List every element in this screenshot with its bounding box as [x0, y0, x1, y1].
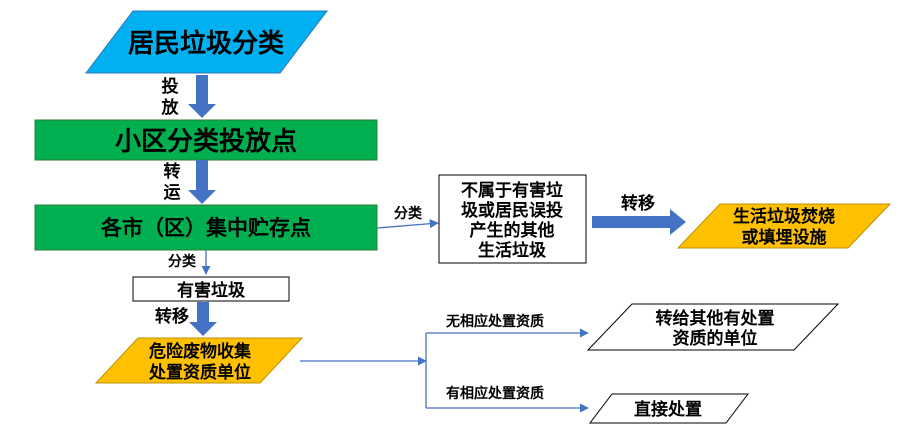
transfer-right-label: 转移	[621, 193, 655, 214]
city-storage-label: 各市（区）集中贮存点	[100, 216, 311, 240]
incineration-shape	[676, 203, 892, 249]
drop-label-1: 投	[162, 76, 179, 97]
has-qualification-label: 有相应处置资质	[446, 385, 544, 402]
incineration-line-1: 生活垃圾焚烧	[733, 206, 835, 227]
transfer-right-arrow	[592, 209, 686, 235]
transfer-other-unit-line-2: 资质的单位	[673, 328, 758, 349]
down-arrow-2	[188, 160, 216, 204]
down-arrow-3	[189, 302, 217, 336]
resident-sorting-shape	[84, 10, 329, 74]
incineration-line-2: 或填埋设施	[742, 227, 827, 248]
other-waste-line-4: 生活垃圾	[478, 240, 547, 261]
down-arrow-1	[188, 75, 216, 118]
drop-label-2: 放	[161, 97, 180, 118]
transport-label-1: 转	[164, 161, 181, 182]
other-waste-line-1: 不属于有害垃	[461, 180, 563, 201]
hazardous-collector-line-2: 处置资质单位	[148, 362, 251, 383]
transfer-other-unit-line-1: 转给其他有处置	[656, 308, 775, 329]
community-drop-point-label: 小区分类投放点	[115, 126, 297, 157]
transfer-down-label: 转移	[155, 306, 189, 327]
direct-disposal-shape	[588, 393, 750, 424]
transport-label-2: 运	[164, 183, 181, 203]
other-waste-line-2: 圾或居民误投	[461, 200, 563, 221]
sort-right-arrow	[376, 219, 439, 229]
hazardous-collector-line-1: 危险废物收集	[148, 341, 252, 362]
sort-right-label: 分类	[394, 205, 423, 222]
hazardous-waste-box	[132, 276, 290, 302]
other-waste-box	[438, 174, 587, 264]
resident-sorting-label: 居民垃圾分类	[128, 28, 284, 59]
hazardous-collector-shape	[94, 337, 304, 384]
sort-down-label: 分类	[168, 253, 197, 270]
direct-disposal-label: 直接处置	[634, 399, 702, 420]
other-waste-line-3: 产生的其他	[470, 220, 555, 241]
no-qualification-label: 无相应处置资质	[445, 313, 544, 330]
hazardous-waste-label: 有害垃圾	[177, 280, 246, 301]
community-drop-point-box	[34, 119, 378, 161]
transfer-other-unit-shape	[586, 303, 840, 351]
